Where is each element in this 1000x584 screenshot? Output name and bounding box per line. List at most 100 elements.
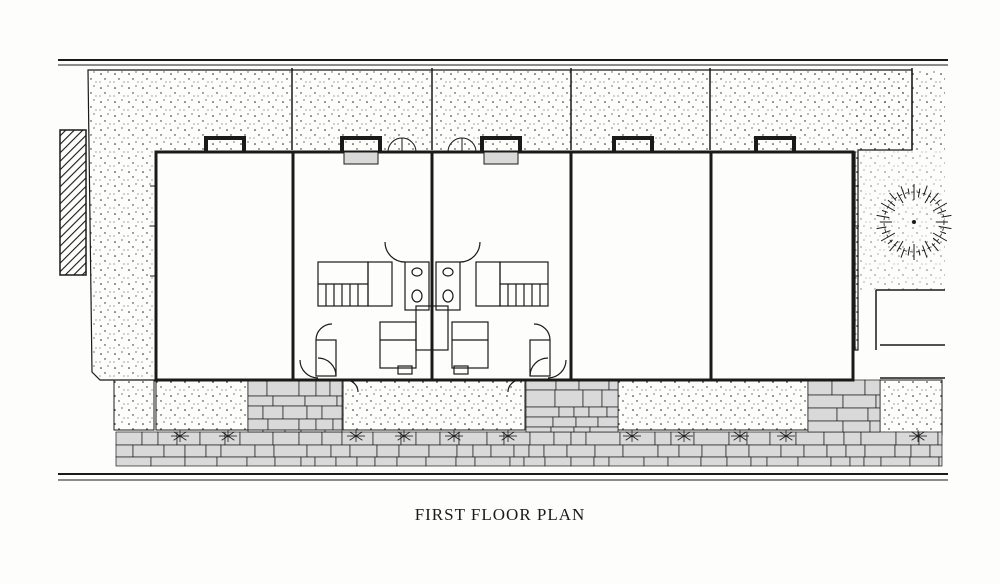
paving-stone [274, 456, 302, 467]
shrub-icon [623, 430, 641, 442]
paving-stone [298, 431, 323, 446]
paving-stone [867, 407, 881, 422]
paving-stone [262, 429, 286, 433]
paving-stone [184, 456, 218, 467]
paving-stone [336, 395, 343, 407]
paving-stone [472, 444, 492, 458]
hearth [483, 151, 519, 165]
paving-stone [575, 416, 599, 428]
paving-stone [329, 379, 343, 397]
paving-stone [693, 431, 730, 446]
paving-stone [205, 444, 222, 458]
paving-stone [341, 431, 374, 446]
building-walls [154, 150, 855, 382]
paving-stone [894, 444, 912, 458]
paving-stone [372, 431, 402, 446]
paving-stone [588, 406, 608, 418]
paving-stone [400, 431, 417, 446]
paving-stone [643, 456, 669, 467]
paving-stone [115, 444, 134, 458]
paving-stone [266, 379, 300, 397]
paving-stone [247, 429, 264, 433]
shrub-icon [445, 430, 463, 442]
interior-fixtures [299, 241, 567, 393]
shrub-icon [675, 430, 693, 442]
paving-stone [474, 456, 511, 467]
paving-stone [863, 456, 882, 467]
paving-stone [836, 407, 869, 422]
paving-stone [224, 431, 241, 446]
paving-stone [807, 394, 844, 409]
windows [150, 185, 859, 277]
paving-stone [552, 416, 577, 428]
paving-stone [523, 456, 546, 467]
paving-stone [115, 431, 143, 446]
paving-stone [797, 456, 832, 467]
paving-stone [589, 426, 619, 433]
paving-stone [909, 456, 940, 467]
paving-stone [335, 456, 358, 467]
paving-stone [314, 456, 337, 467]
paving-stone [176, 431, 201, 446]
paving-stone [163, 444, 186, 458]
paving-stone [284, 429, 302, 433]
fence-dividers [291, 68, 913, 150]
paving-stone [826, 444, 847, 458]
paving-stone [597, 416, 619, 428]
paving-stone [566, 444, 596, 458]
paving-stone [247, 405, 264, 420]
paving-stone [750, 456, 768, 467]
paving-stone [875, 394, 881, 409]
paving-stone [807, 379, 833, 396]
paving-stone [845, 444, 866, 458]
landscape-yards [87, 69, 945, 436]
paving-stone [529, 431, 555, 446]
paving-stone [315, 379, 331, 397]
paving-stone [842, 420, 871, 433]
chimney [612, 136, 654, 152]
paving-stone [864, 379, 881, 396]
paving-stone [831, 379, 866, 396]
paving-stone [803, 444, 828, 458]
paving-stone [150, 456, 186, 467]
paving-stone [573, 406, 590, 418]
paving-stone [937, 431, 943, 446]
shrub-icon [499, 430, 517, 442]
paving-stone [458, 431, 488, 446]
paving-stone [267, 418, 300, 431]
paving-stone [525, 389, 556, 408]
paving-stone [439, 431, 460, 446]
paving-stone [247, 418, 269, 431]
paving-stone [254, 444, 275, 458]
shrub-icon [731, 430, 749, 442]
paving-stone [509, 456, 525, 467]
chimney [480, 136, 522, 152]
adjacent-building [59, 129, 87, 276]
chimney [340, 136, 382, 152]
paving-stone [594, 444, 624, 458]
paving-stone [869, 420, 881, 433]
paving-stone [910, 444, 931, 458]
shrub-icon [395, 430, 413, 442]
shrub-icon [219, 430, 237, 442]
hearth [343, 151, 379, 165]
plan-caption: FIRST FLOOR PLAN [414, 505, 586, 524]
paving-stone [528, 444, 545, 458]
paving-stone [842, 394, 877, 409]
paving-stone [700, 456, 728, 467]
paving-stone [544, 456, 572, 467]
paving-stone [550, 426, 575, 433]
chimneys [204, 136, 796, 165]
paving-stone [272, 431, 300, 446]
shrub-icon [909, 430, 927, 442]
paving-stone [553, 431, 572, 446]
paving-stone [300, 456, 316, 467]
paving-stone [573, 426, 591, 433]
paving-stone [321, 431, 343, 446]
paving-stone [849, 456, 865, 467]
paving-stone [929, 444, 943, 458]
paving-stone [396, 456, 427, 467]
paving-stone [807, 420, 844, 433]
paving-stone [415, 431, 441, 446]
paving-stone [795, 431, 825, 446]
